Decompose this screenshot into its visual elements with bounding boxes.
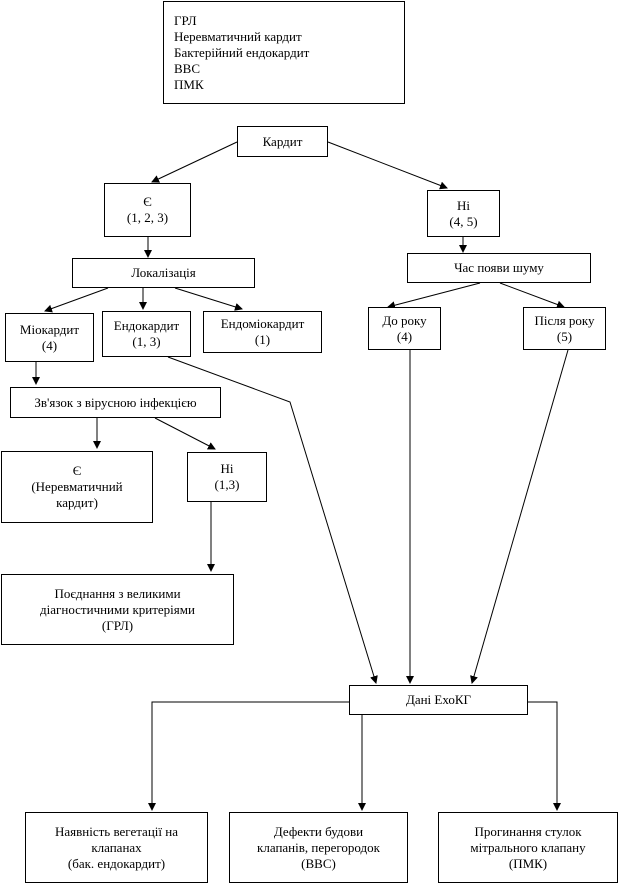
node-viral-no: Ні(1,3) xyxy=(187,452,267,502)
node-viral-link: Зв'язок з вірусною інфекцією xyxy=(10,387,221,418)
edge-loc-myocarditis xyxy=(44,287,109,313)
edge-endo-echo xyxy=(167,356,378,684)
node-endomyocarditis: Ендоміокардит(1) xyxy=(203,311,322,353)
node-murmur-time: Час появи шуму xyxy=(407,253,591,283)
edge-echo-vegetation xyxy=(148,701,349,811)
node-no: Ні(4, 5) xyxy=(427,190,500,237)
node-diagnoses-list-line-2: Неревматичний кардит xyxy=(174,28,302,44)
node-defects-line-3: (ВВС) xyxy=(301,855,336,871)
node-no-line-2: (4, 5) xyxy=(449,213,478,229)
edge-loc-endomyocarditis xyxy=(174,287,243,311)
node-diagnoses-list-line-5: ПМК xyxy=(174,76,204,92)
node-endocarditis: Ендокардит(1, 3) xyxy=(102,311,191,357)
node-vegetation-line-3: (бак. ендокардит) xyxy=(67,855,166,871)
node-prolapse-line-3: (ПМК) xyxy=(508,855,548,871)
node-yes-line-1: Є xyxy=(143,194,152,209)
node-myocarditis-line-2: (4) xyxy=(41,337,58,353)
node-murmur-time-line-1: Час появи шуму xyxy=(454,260,544,275)
node-viral-link-line-1: Зв'язок з вірусною інфекцією xyxy=(34,394,197,410)
node-diagnoses-list-line-3: Бактерійний ендокардит xyxy=(174,44,310,60)
node-before-year-line-1: До року xyxy=(382,312,427,328)
node-localization: Локалізація xyxy=(72,258,255,288)
node-after-year: Після року(5) xyxy=(523,307,606,350)
node-viral-yes-line-2: (Неревматичний xyxy=(31,479,123,494)
node-defects-line-2: клапанів, перегородок xyxy=(257,839,380,855)
node-myocarditis-line-1: Міокардит xyxy=(19,321,80,337)
node-vegetation-line-1: Наявність вегетації на xyxy=(54,823,178,839)
node-diagnoses-list-line-1: ГРЛ xyxy=(174,12,197,28)
node-yes: Є(1, 2, 3) xyxy=(104,183,191,237)
edge-after-echo xyxy=(470,349,569,684)
node-carditis-line-1: Кардит xyxy=(262,133,303,149)
node-yes-line-2: (1, 2, 3) xyxy=(126,210,169,225)
node-endomyocarditis-line-1: Ендоміокардит xyxy=(220,316,305,331)
node-carditis: Кардит xyxy=(237,126,328,157)
node-vegetation-line-2: клапанах xyxy=(91,839,142,855)
node-viral-no-line-2: (1,3) xyxy=(214,477,240,492)
node-major-criteria-line-2: діагностичними критеріями xyxy=(40,601,195,617)
node-major-criteria-line-3: (ГРЛ) xyxy=(101,617,134,633)
node-before-year: До року(4) xyxy=(368,307,441,350)
node-defects-line-1: Дефекти будови xyxy=(273,823,364,839)
node-viral-no-line-1: Ні xyxy=(220,461,234,476)
edge-murmur-after xyxy=(499,282,565,309)
node-echo-line-1: Дані ЕхоКГ xyxy=(405,692,472,707)
node-endocarditis-line-1: Ендокардит xyxy=(113,318,180,333)
node-viral-yes-line-1: Є xyxy=(72,463,82,478)
node-diagnoses-list-line-4: ВВС xyxy=(174,60,201,76)
node-viral-yes-line-3: кардит) xyxy=(56,495,98,510)
node-localization-line-1: Локалізація xyxy=(131,265,196,280)
edge-murmur-before xyxy=(387,282,481,310)
edge-carditis-yes xyxy=(151,141,238,183)
node-endomyocarditis-line-2: (1) xyxy=(254,332,271,347)
node-after-year-line-1: Після року xyxy=(534,312,595,328)
node-echo: Дані ЕхоКГ xyxy=(349,685,528,715)
node-prolapse-line-1: Прогинання стулок xyxy=(474,823,582,839)
node-myocarditis: Міокардит(4) xyxy=(5,313,94,362)
node-before-year-line-2: (4) xyxy=(396,328,413,344)
node-no-line-1: Ні xyxy=(457,197,470,213)
node-major-criteria-line-1: Поєднання з великими xyxy=(54,585,181,601)
node-after-year-line-2: (5) xyxy=(556,328,573,344)
node-endocarditis-line-2: (1, 3) xyxy=(132,334,161,349)
edge-echo-prolapse xyxy=(528,701,561,811)
edge-carditis-no xyxy=(327,141,448,190)
node-prolapse-line-2: мітрального клапану xyxy=(470,839,586,855)
edge-viral-no xyxy=(154,417,216,450)
